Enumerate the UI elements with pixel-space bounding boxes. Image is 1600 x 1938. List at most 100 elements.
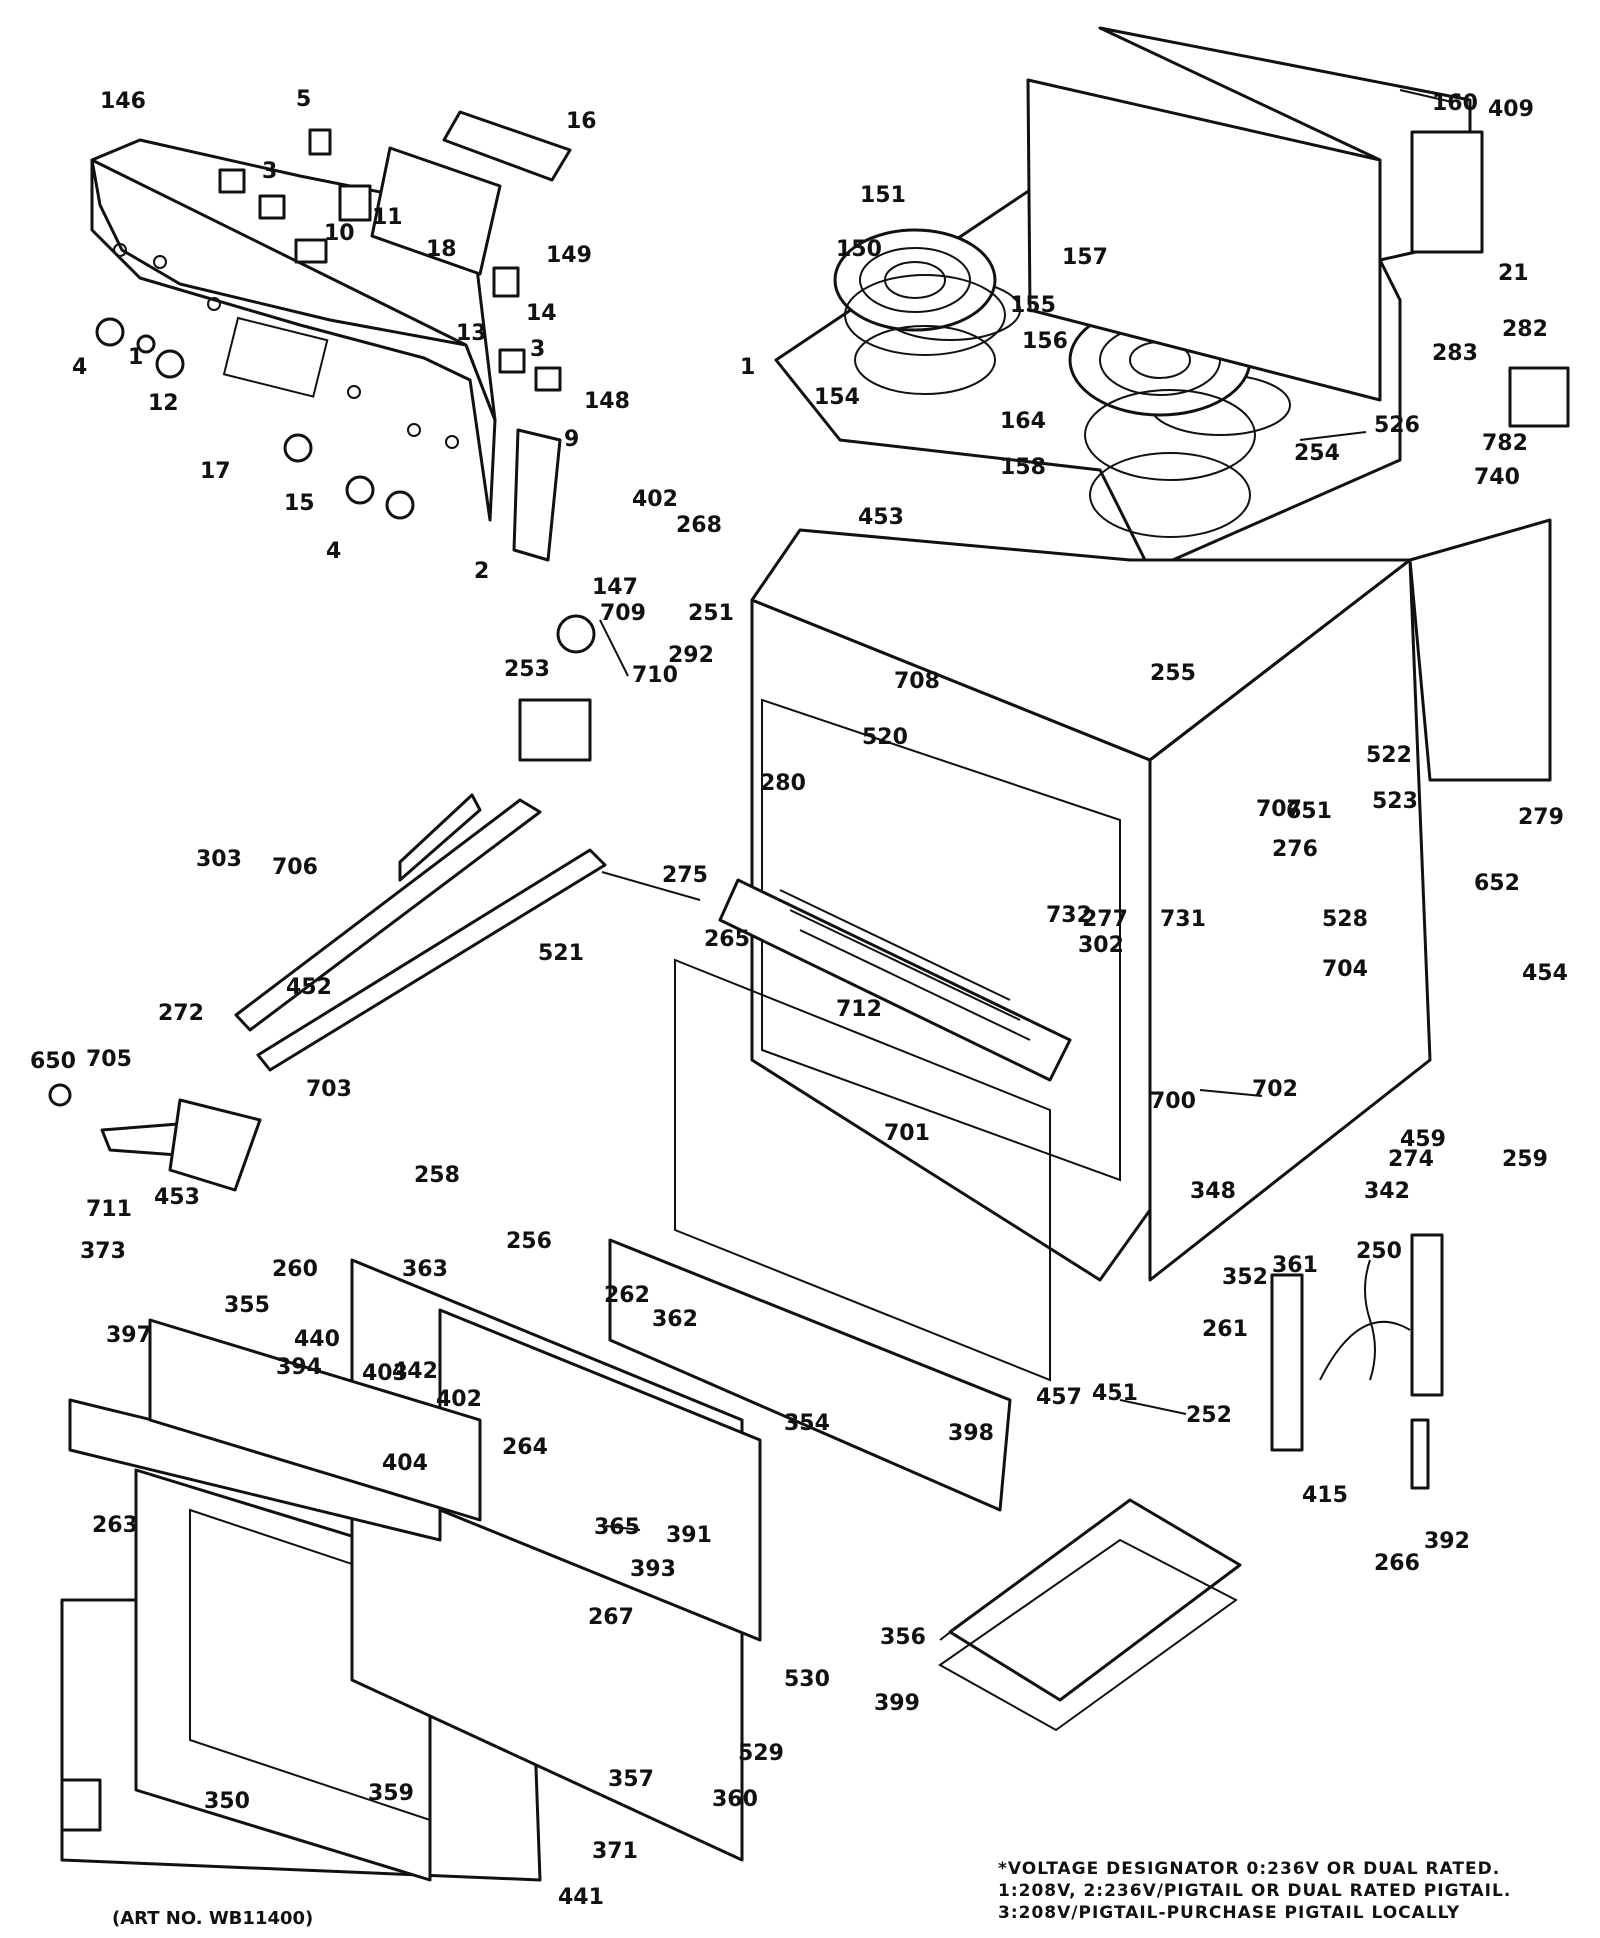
callout-label: 360 [712, 1787, 758, 1812]
callout-label: 530 [784, 1667, 830, 1692]
callout-label: 652 [1474, 871, 1520, 896]
callout-label: 363 [402, 1257, 448, 1282]
callout-label: 732 [1046, 903, 1092, 928]
callout-label: 356 [880, 1625, 926, 1650]
callout-label: 409 [1488, 97, 1534, 122]
callout-label: 397 [106, 1323, 152, 1348]
callout-label: 357 [608, 1767, 654, 1792]
callout-label: 710 [632, 663, 678, 688]
callout-label: 160 [1432, 91, 1478, 116]
callout-label: 277 [1082, 907, 1128, 932]
callout-label: 453 [858, 505, 904, 530]
callout-label: 158 [1000, 455, 1046, 480]
callout-label: 274 [1388, 1147, 1434, 1172]
door-hinges [1270, 1233, 1444, 1490]
callout-label: 782 [1482, 431, 1528, 456]
callout-label: 147 [592, 575, 638, 600]
callout-label: 10 [324, 221, 355, 246]
callout-label: 156 [1022, 329, 1068, 354]
callout-label: 272 [158, 1001, 204, 1026]
broiler-pan [938, 1498, 1242, 1732]
callout-label: 453 [154, 1185, 200, 1210]
callout-label: 164 [1000, 409, 1046, 434]
callout-label: 256 [506, 1229, 552, 1254]
callout-label: 268 [676, 513, 722, 538]
callout-label: 263 [92, 1513, 138, 1538]
callout-label: 708 [894, 669, 940, 694]
callout-label: 13 [456, 321, 487, 346]
callout-label: 371 [592, 1839, 638, 1864]
callout-label: 521 [538, 941, 584, 966]
callout-label: 522 [1366, 743, 1412, 768]
oven-door [60, 1258, 762, 1882]
art-number: (ART NO. WB11400) [112, 1908, 314, 1929]
callout-label: 731 [1160, 907, 1206, 932]
callout-label: 415 [1302, 1483, 1348, 1508]
callout-label: 452 [286, 975, 332, 1000]
callout-label: 523 [1372, 789, 1418, 814]
callout-label: 392 [1424, 1529, 1470, 1554]
callout-label: 373 [80, 1239, 126, 1264]
callout-label: 702 [1252, 1077, 1298, 1102]
callout-label: 261 [1202, 1317, 1248, 1342]
callout-label: 394 [276, 1355, 322, 1380]
callout-label: 700 [1150, 1089, 1196, 1114]
callout-label: 454 [1522, 961, 1568, 986]
callout-label: 403 [362, 1361, 408, 1386]
callout-label: 398 [948, 1421, 994, 1446]
callout-label: 146 [100, 89, 146, 114]
callout-label: 457 [1036, 1385, 1082, 1410]
callout-labels: 146 5 16 3 18 11 10 149 14 4 1 13 3 12 1… [30, 87, 1568, 1910]
callout-label: 15 [284, 491, 315, 516]
callout-label: 11 [372, 205, 403, 230]
callout-label: 740 [1474, 465, 1520, 490]
callout-label: 16 [566, 109, 597, 134]
callout-label: 361 [1272, 1253, 1318, 1278]
callout-label: 18 [426, 237, 457, 262]
callout-label: 282 [1502, 317, 1548, 342]
callout-label: 12 [148, 391, 179, 416]
callout-label: 704 [1322, 957, 1368, 982]
callout-label: 1 [740, 355, 755, 380]
callout-label: 3 [530, 337, 545, 362]
callout-label: 362 [652, 1307, 698, 1332]
callout-label: 701 [884, 1121, 930, 1146]
callout-label: 706 [272, 855, 318, 880]
callout-label: 402 [436, 1387, 482, 1412]
callout-label: 526 [1374, 413, 1420, 438]
knobs [95, 317, 415, 520]
callout-label: 5 [296, 87, 311, 112]
callout-label: 651 [1286, 799, 1332, 824]
callout-label: 520 [862, 725, 908, 750]
callout-label: 712 [836, 997, 882, 1022]
voltage-note-line: 3:208V/PIGTAIL-PURCHASE PIGTAIL LOCALLY [998, 1903, 1461, 1923]
oven-rack [718, 878, 1072, 1082]
callout-label: 255 [1150, 661, 1196, 686]
callout-label: 459 [1400, 1127, 1446, 1152]
callout-label: 259 [1502, 1147, 1548, 1172]
voltage-note: *VOLTAGE DESIGNATOR 0:236V OR DUAL RATED… [998, 1858, 1558, 1924]
voltage-note-line: 1:208V, 2:236V/PIGTAIL OR DUAL RATED PIG… [998, 1881, 1512, 1901]
callout-label: 266 [1374, 1551, 1420, 1576]
callout-label: 258 [414, 1163, 460, 1188]
callout-label: 711 [86, 1197, 132, 1222]
rotisserie-parts [48, 614, 607, 1192]
callout-label: 303 [196, 847, 242, 872]
callout-label: 279 [1518, 805, 1564, 830]
callout-label: 275 [662, 863, 708, 888]
callout-label: 348 [1190, 1179, 1236, 1204]
callout-label: 149 [546, 243, 592, 268]
callout-label: 399 [874, 1691, 920, 1716]
callout-label: 9 [564, 427, 579, 452]
callout-label: 707 [1256, 797, 1302, 822]
callout-label: 14 [526, 301, 557, 326]
callout-label: 529 [738, 1741, 784, 1766]
callout-label: 151 [860, 183, 906, 208]
callout-label: 292 [668, 643, 714, 668]
callout-label: 262 [604, 1283, 650, 1308]
callout-label: 528 [1322, 907, 1368, 932]
callout-label: 350 [204, 1789, 250, 1814]
callout-label: 4 [72, 355, 87, 380]
storage-drawer [608, 958, 1051, 1512]
